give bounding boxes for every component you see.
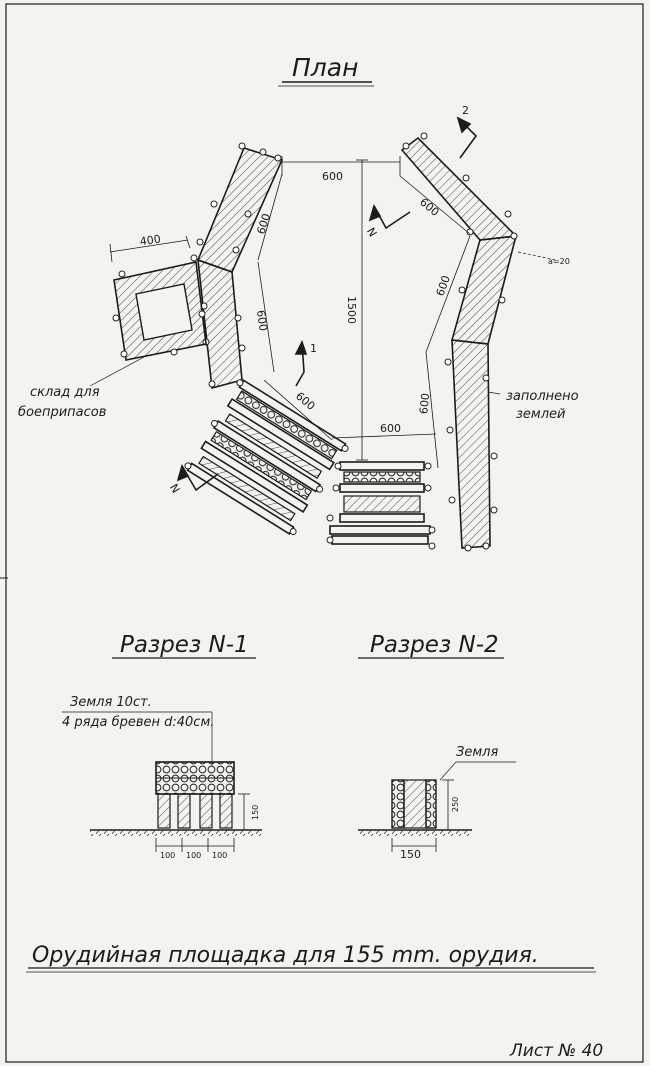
dim-600-right-mid: 600: [434, 274, 453, 298]
north-arrow-upper: [368, 204, 411, 230]
plan-title: План: [292, 53, 358, 82]
north-arrow-lower: [176, 464, 219, 492]
section-marker-2-label: 2: [462, 104, 469, 117]
section1-dim-bottom-3: 100: [212, 851, 227, 860]
right-parapet-wall: [400, 132, 557, 552]
filled-label-line2: землей: [516, 407, 565, 422]
dim-600-right-upper: 600: [417, 195, 441, 218]
storage-label-line1: склад для: [30, 385, 100, 400]
section2-dim-width: 150: [400, 848, 421, 861]
north-label-lower: N: [167, 482, 182, 496]
section1-dim-height: 150: [251, 805, 260, 820]
section-marker-1: [294, 339, 308, 387]
section-marker-2: [456, 116, 478, 159]
section-marker-1-label: 1: [310, 342, 317, 355]
drawing-caption: Орудийная площадка для 155 mm. орудия.: [32, 943, 539, 968]
section2-drawing: [358, 779, 472, 852]
storage-label-line2: боеприпасов: [18, 405, 106, 420]
dim-600-bottom: 600: [380, 422, 401, 435]
side-note: а=20: [548, 257, 570, 266]
dim-600-top: 600: [322, 170, 343, 183]
sheet-number: Лист № 40: [509, 1041, 603, 1061]
dim-400: 400: [139, 233, 162, 249]
section2-dim-height: 250: [451, 797, 460, 812]
section1-title: Разрез N-1: [120, 632, 249, 658]
filled-label-line1: заполнено: [506, 389, 579, 404]
left-plank-platform: [184, 379, 349, 536]
dim-600-right-lower: 600: [417, 392, 432, 414]
right-plank-platform: [326, 461, 436, 550]
section1-note-line1: Земля 10ст.: [70, 695, 152, 710]
section2-title: Разрез N-2: [370, 632, 499, 658]
sheet-border: [5, 3, 644, 1063]
north-label-upper: N: [364, 226, 379, 240]
section1-dim-bottom-1: 100: [160, 851, 175, 860]
dim-1500: 1500: [345, 296, 358, 324]
left-parapet-wall: [196, 142, 284, 390]
dim-600-left-upper: 600: [254, 212, 273, 236]
section2-note: Земля: [456, 745, 498, 760]
plan-dimension-lines: [257, 156, 471, 469]
dim-600-left-lower: 600: [254, 309, 270, 332]
section1-dim-bottom-2: 100: [186, 851, 201, 860]
ammo-storage: [109, 235, 207, 361]
section1-drawing: [90, 761, 262, 852]
section1-note-line2: 4 ряда бревен d:40см.: [62, 715, 214, 730]
